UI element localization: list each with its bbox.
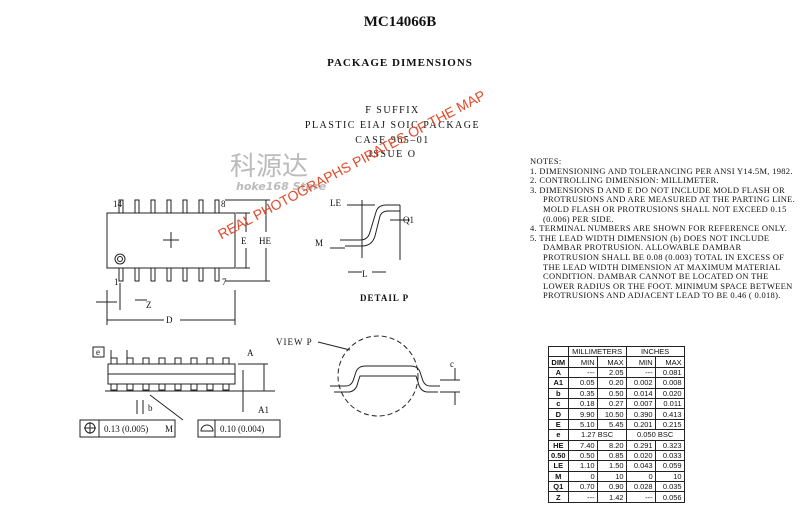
col-mm-min: MIN: [567, 356, 598, 368]
pin1-label: 1: [114, 277, 119, 287]
part-number-title: MC14066B: [363, 14, 437, 30]
dim-b-label: b: [148, 403, 153, 413]
tolerance-box-2: [197, 419, 281, 438]
col-in-min: MIN: [625, 356, 656, 368]
note-item: 4. TERMINAL NUMBERS ARE SHOWN FOR REFERE…: [530, 223, 788, 234]
group-inches: INCHES: [625, 345, 685, 358]
dim-e-label: E: [241, 236, 247, 246]
top-leads: [118, 199, 220, 214]
pin14-label: 14: [113, 199, 123, 209]
view-p-label: VIEW P: [276, 337, 313, 347]
tolerance-1-value: 0.13 (0.005): [104, 424, 148, 434]
pin7-label: 7: [222, 277, 227, 287]
col-in-max: MAX: [654, 356, 685, 368]
group-millimeters: MILLIMETERS: [567, 345, 627, 358]
package-issue: ISSUE O: [368, 149, 417, 160]
dim-l-label: L: [362, 269, 368, 279]
note-item: 2. CONTROLLING DIMENSION: MILLIMETER.: [530, 175, 719, 186]
note-item: 1. DIMENSIONING AND TOLERANCING PER ANSI…: [530, 165, 793, 176]
package-suffix: F SUFFIX: [365, 105, 420, 116]
dim-m-label: M: [315, 238, 323, 248]
view-p-circle: [337, 335, 419, 417]
table-row: A---2.05---0.081: [548, 366, 685, 379]
detail-p-lead: [340, 204, 400, 241]
dim-q1-label: Q1: [403, 215, 414, 225]
note-item: 5. THE LEAD WIDTH DIMENSION (b) DOES NOT…: [530, 232, 793, 301]
dim-e-box-label: e: [96, 347, 100, 357]
note-item: 3. DIMENSIONS D AND E DO NOT INCLUDE MOL…: [530, 184, 796, 224]
tolerance-1-suffix: M: [165, 424, 173, 434]
col-dim: DIM: [548, 356, 569, 368]
watermark-cn: 科源达: [230, 152, 309, 182]
bottom-leads: [118, 267, 220, 282]
dim-he-label: HE: [259, 236, 271, 246]
section-title: PACKAGE DIMENSIONS: [327, 57, 473, 69]
pin8-label: 8: [221, 199, 226, 209]
notes-heading: NOTES:: [530, 156, 562, 166]
dim-a1-label: A1: [258, 405, 269, 415]
col-mm-max: MAX: [596, 356, 627, 368]
tolerance-2-value: 0.10 (0.004): [220, 424, 264, 434]
dimension-table: MILLIMETERS INCHES DIM MIN MAX MIN MAX A…: [548, 345, 685, 503]
dim-c-label: c: [450, 359, 454, 369]
pin1-marker: [114, 253, 126, 265]
table-row: Z---1.42---0.056: [548, 491, 685, 503]
notes-block: NOTES: 1. DIMENSIONING AND TOLERANCING P…: [530, 156, 798, 301]
dim-le-label: LE: [330, 198, 341, 208]
dim-d-label: D: [166, 315, 173, 325]
package-case: CASE 965–01: [355, 135, 430, 146]
tolerance-box-1: [79, 419, 176, 438]
dim-a-label: A: [247, 348, 254, 358]
package-name: PLASTIC EIAJ SOIC PACKAGE: [304, 120, 481, 131]
dim-z-label: Z: [146, 300, 152, 310]
detail-p-label: DETAIL P: [360, 293, 409, 303]
watermark-store: hoke168 Store: [236, 180, 327, 193]
